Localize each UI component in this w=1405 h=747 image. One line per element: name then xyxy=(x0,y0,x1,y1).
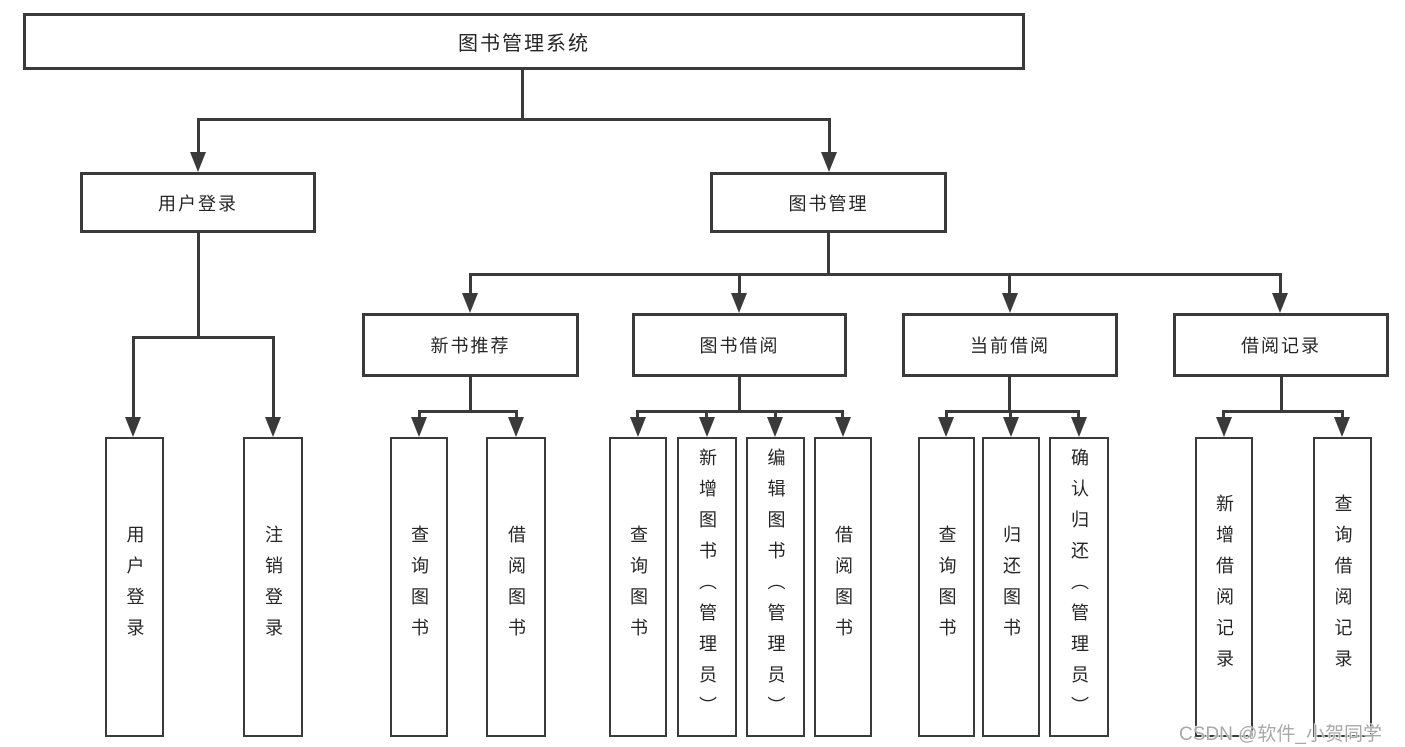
leaf-borrow-book: 借阅图书 xyxy=(486,437,546,737)
leaf-return-book: 归还图书 xyxy=(982,437,1040,737)
connector-line xyxy=(469,377,472,413)
connector-line xyxy=(197,118,200,154)
connector-line xyxy=(1008,377,1011,413)
leaf-confirm-return-admin: 确认归还（管理员） xyxy=(1049,437,1109,737)
arrow-down-icon xyxy=(462,293,478,313)
connector-line xyxy=(841,410,844,419)
arrow-down-icon xyxy=(508,417,524,437)
arrow-down-icon xyxy=(265,417,281,437)
node-library-system: 图书管理系统 xyxy=(23,13,1025,70)
node-book-management: 图书管理 xyxy=(710,172,947,233)
arrow-down-icon xyxy=(1272,293,1288,313)
connector-line xyxy=(1222,410,1225,419)
connector-line xyxy=(197,118,831,121)
arrow-down-icon xyxy=(630,417,646,437)
node-new-book-recommend: 新书推荐 xyxy=(362,313,579,377)
connector-line xyxy=(1280,377,1283,413)
connector-line xyxy=(1009,410,1012,419)
connector-line xyxy=(1279,273,1282,295)
connector-line xyxy=(1077,410,1080,419)
connector-line xyxy=(521,70,524,118)
connector-line xyxy=(197,233,200,336)
connector-line xyxy=(945,410,1079,413)
arrow-down-icon xyxy=(821,152,837,172)
connector-line xyxy=(636,410,639,419)
arrow-down-icon xyxy=(190,152,206,172)
node-borrowing-records: 借阅记录 xyxy=(1173,313,1389,377)
leaf-user-login: 用户登录 xyxy=(105,437,164,737)
arrow-down-icon xyxy=(767,417,783,437)
connector-line xyxy=(827,233,830,275)
arrow-down-icon xyxy=(1002,293,1018,313)
leaf-query-borrow-record: 查询借阅记录 xyxy=(1313,437,1372,737)
leaf-add-book-admin: 新增图书（管理员） xyxy=(677,437,737,737)
connector-line xyxy=(774,410,777,419)
node-user-login: 用户登录 xyxy=(80,172,316,233)
arrow-down-icon xyxy=(938,417,954,437)
connector-line xyxy=(418,410,421,419)
leaf-query-book: 查询图书 xyxy=(918,437,975,737)
arrow-down-icon xyxy=(1003,417,1019,437)
connector-line xyxy=(132,336,135,418)
connector-line xyxy=(945,410,948,419)
connector-line xyxy=(1341,410,1344,419)
arrow-down-icon xyxy=(411,417,427,437)
node-current-borrowing: 当前借阅 xyxy=(902,313,1118,377)
connector-line xyxy=(132,336,275,339)
connector-line xyxy=(469,273,1282,276)
connector-line xyxy=(705,410,708,419)
connector-line xyxy=(1222,410,1344,413)
leaf-borrow-book: 借阅图书 xyxy=(814,437,872,737)
arrow-down-icon xyxy=(1216,417,1232,437)
connector-line xyxy=(636,410,843,413)
arrow-down-icon xyxy=(1334,417,1350,437)
leaf-query-book: 查询图书 xyxy=(390,437,448,737)
leaf-add-borrow-record: 新增借阅记录 xyxy=(1195,437,1253,737)
watermark: CSDN @软件_小贺同学 xyxy=(1179,724,1382,745)
connector-line xyxy=(418,410,518,413)
node-book-borrowing: 图书借阅 xyxy=(632,313,847,377)
arrow-down-icon xyxy=(699,417,715,437)
leaf-edit-book-admin: 编辑图书（管理员） xyxy=(746,437,805,737)
connector-line xyxy=(272,336,275,418)
arrow-down-icon xyxy=(125,417,141,437)
arrow-down-icon xyxy=(731,293,747,313)
connector-line xyxy=(738,273,741,295)
connector-line xyxy=(828,118,831,154)
connector-line xyxy=(469,273,472,295)
leaf-logout-login: 注销登录 xyxy=(243,437,303,737)
connector-line xyxy=(1008,273,1011,295)
connector-line xyxy=(738,377,741,413)
connector-line xyxy=(515,410,518,419)
leaf-query-book: 查询图书 xyxy=(609,437,667,737)
arrow-down-icon xyxy=(835,417,851,437)
arrow-down-icon xyxy=(1071,417,1087,437)
